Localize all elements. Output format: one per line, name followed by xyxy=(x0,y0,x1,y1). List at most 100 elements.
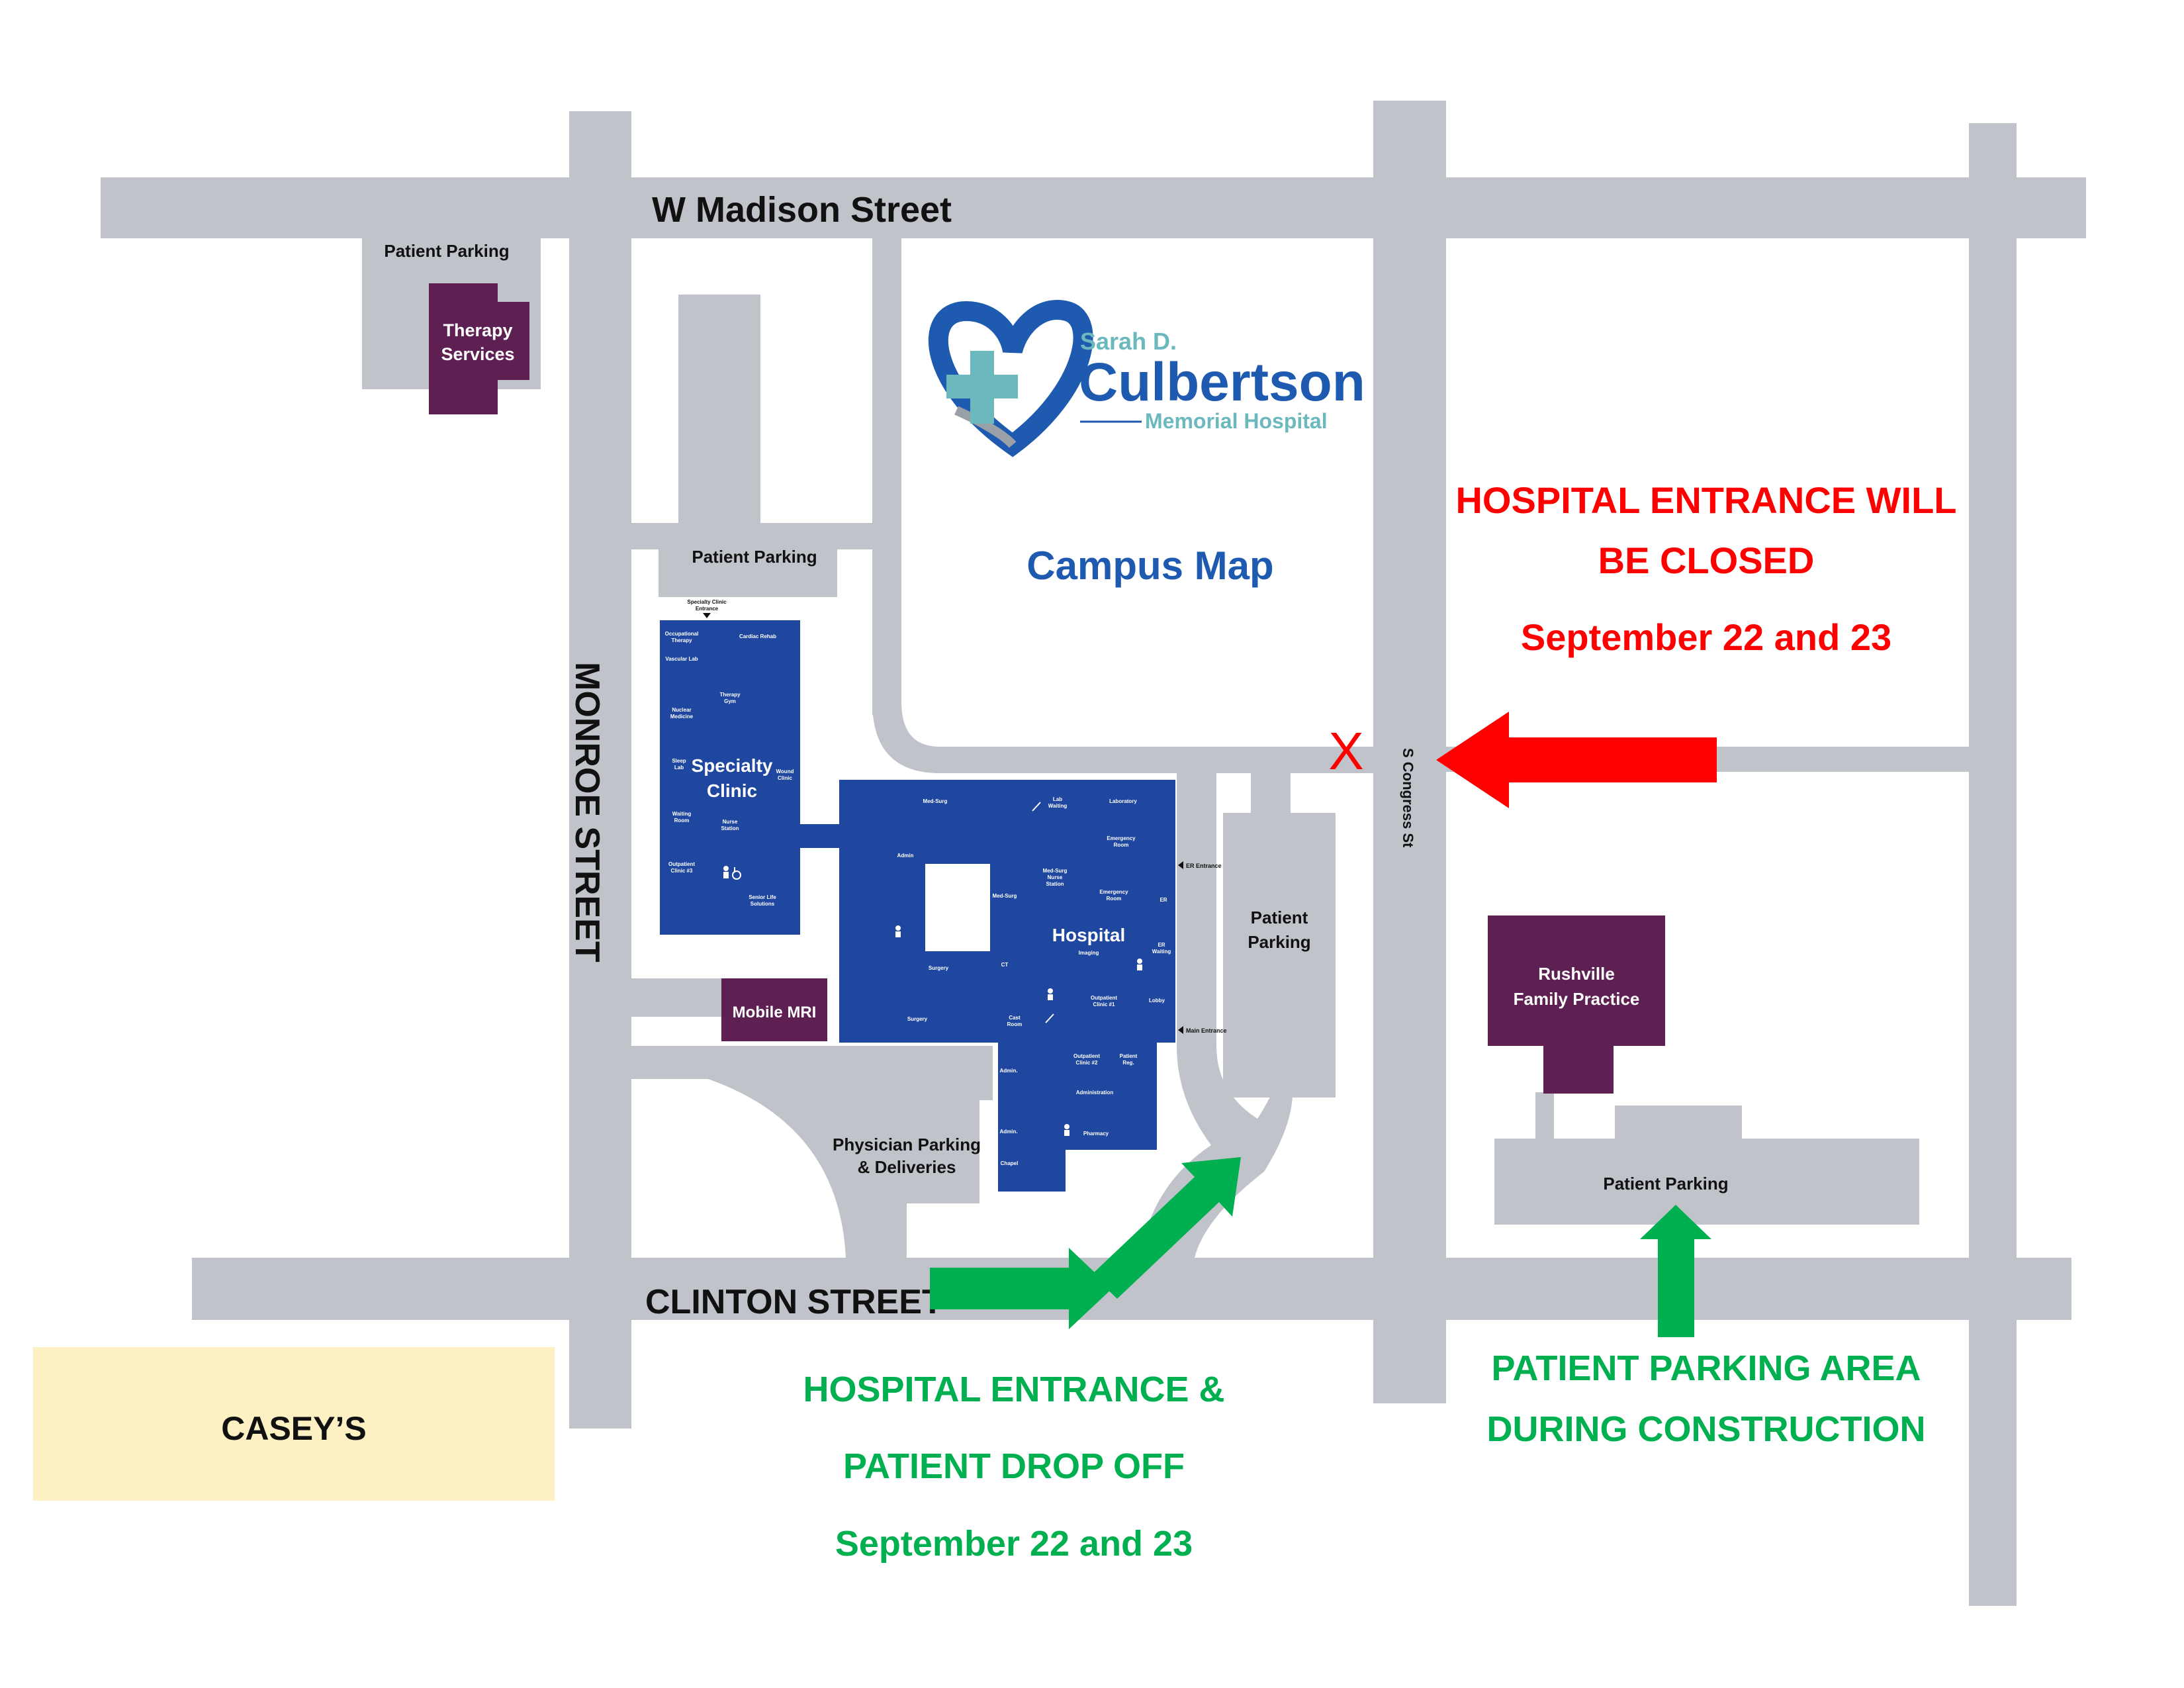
dropoff-notice-line-2: PATIENT DROP OFF xyxy=(843,1446,1185,1486)
rushville-family-practice-building[interactable] xyxy=(1488,915,1665,1094)
therapy-services-building[interactable] xyxy=(429,283,529,414)
road-network xyxy=(101,101,2086,1606)
closure-notice-line-2: BE CLOSED xyxy=(1598,539,1815,581)
dropoff-notice-line-3: September 22 and 23 xyxy=(835,1524,1193,1564)
logo-line-2: Culbertson xyxy=(1079,352,1365,412)
specialty-hospital-connector xyxy=(800,824,840,848)
parking-notice-line-1: PATIENT PARKING AREA xyxy=(1491,1348,1921,1388)
caseys-label: CASEY’S xyxy=(221,1410,367,1447)
closed-entrance-x-marker: X xyxy=(1328,722,1363,780)
w-madison-street-label: W Madison Street xyxy=(652,190,952,230)
parking-route-arrow-icon xyxy=(1640,1205,1711,1337)
room-label: Sleep xyxy=(672,758,686,764)
room-label: Occupational xyxy=(665,631,699,637)
clinton-route-arrow-icon xyxy=(930,1248,1112,1329)
room-label: Room xyxy=(674,818,690,823)
room-label: Nuclear xyxy=(672,707,691,713)
specialty-entrance-arrow-icon xyxy=(703,613,711,618)
southeast-lot-label: Patient Parking xyxy=(1603,1174,1728,1194)
room-label: Chapel xyxy=(1001,1160,1019,1166)
room-label: Med-Surg xyxy=(1043,868,1068,874)
campus-map-title: Campus Map xyxy=(1026,543,1273,588)
hospital-building[interactable] xyxy=(839,780,1175,1192)
room-label: Clinic #2 xyxy=(1076,1060,1098,1066)
er-entrance-arrow-icon xyxy=(1178,861,1183,869)
inner-drive-bend xyxy=(872,702,1373,773)
northwest-lot-label: Patient Parking xyxy=(384,241,509,261)
restroom-icon xyxy=(1048,988,1053,1000)
room-label: Medicine xyxy=(670,714,694,720)
specialty-entrance-label-1: Specialty Clinic xyxy=(687,599,727,605)
specialty-entrance-label-2: Entrance xyxy=(696,606,719,612)
room-label: CT xyxy=(1001,962,1009,968)
southeast-lot-paving xyxy=(1494,1139,1919,1225)
er-entrance-label: ER Entrance xyxy=(1186,863,1222,869)
specialty-label-1: Specialty xyxy=(692,755,773,776)
room-label: ER xyxy=(1158,942,1165,948)
room-label: Waiting xyxy=(1152,949,1171,955)
room-label: Station xyxy=(1046,881,1064,887)
hospital-room-labels: Med-Surg Lab Waiting Laboratory Emergenc… xyxy=(897,796,1171,1166)
room-label: Patient xyxy=(1120,1053,1138,1059)
east-small-lot-neck xyxy=(1251,773,1291,820)
room-label: Lab xyxy=(674,765,684,771)
room-label: Emergency xyxy=(1099,889,1128,895)
parking-notice-line-2: DURING CONSTRUCTION xyxy=(1487,1409,1926,1449)
room-label: Station xyxy=(721,825,739,831)
mobile-mri-label: Mobile MRI xyxy=(733,1004,817,1021)
room-label: Outpatient xyxy=(1091,995,1117,1001)
inner-drive-ns xyxy=(872,238,901,715)
closure-arrow-icon xyxy=(1436,712,1717,808)
room-label: ER xyxy=(1160,897,1167,903)
room-label: Admin. xyxy=(999,1129,1017,1135)
room-label: Lab xyxy=(1053,796,1062,802)
physician-parking-paving xyxy=(631,1046,993,1258)
w-madison-road xyxy=(101,177,2086,238)
room-label: Room xyxy=(1107,896,1122,902)
dropoff-route-arrow-icon xyxy=(1092,1157,1241,1299)
room-label: Admin. xyxy=(999,1068,1017,1074)
physician-parking-label-2: & Deliveries xyxy=(858,1157,956,1177)
clinton-street-label: CLINTON STREET xyxy=(645,1283,943,1321)
caseys-store[interactable] xyxy=(33,1347,555,1501)
room-label: Clinic xyxy=(778,775,792,781)
room-label: Waiting xyxy=(672,811,692,817)
dropoff-drive xyxy=(1140,773,1293,1258)
specialty-clinic-building[interactable] xyxy=(660,620,800,935)
room-label: Gym xyxy=(724,698,736,704)
room-label: Clinic #3 xyxy=(671,868,693,874)
specialty-room-labels: Occupational Therapy Cardiac Rehab Vascu… xyxy=(665,631,794,907)
restroom-icon xyxy=(895,925,901,937)
room-label: Pharmacy xyxy=(1083,1131,1109,1137)
room-label: Therapy xyxy=(671,637,692,643)
mri-lane xyxy=(631,978,724,1017)
physician-parking-label-1: Physician Parking xyxy=(833,1135,981,1154)
east-small-lot-paving xyxy=(1223,813,1336,1098)
restroom-icon xyxy=(1137,959,1142,970)
room-label: Nurse xyxy=(1048,874,1063,880)
room-label: Therapy xyxy=(719,692,741,698)
room-label: Nurse xyxy=(723,819,738,825)
room-label: Cast xyxy=(1009,1015,1021,1021)
room-label: Emergency xyxy=(1107,835,1136,841)
rushville-label-1: Rushville xyxy=(1538,964,1615,984)
heart-cross-icon xyxy=(928,300,1093,457)
room-label: Senior Life xyxy=(749,894,776,900)
rushville-drive xyxy=(1535,1092,1554,1145)
southeast-lot-neck xyxy=(1615,1105,1742,1145)
room-label: Clinic #1 xyxy=(1093,1002,1115,1008)
room-label: Administration xyxy=(1076,1090,1114,1096)
closure-notice-line-3: September 22 and 23 xyxy=(1521,616,1891,658)
dropoff-notice-line-1: HOSPITAL ENTRANCE & xyxy=(803,1370,1224,1409)
room-label: Waiting xyxy=(1048,803,1068,809)
restroom-icon xyxy=(723,866,729,878)
north-lot-access xyxy=(631,523,872,549)
main-entrance-arrow-icon xyxy=(1178,1026,1183,1034)
monroe-road xyxy=(569,111,631,1429)
room-label: Imaging xyxy=(1079,950,1099,956)
specialty-stub-road xyxy=(678,295,760,523)
north-lot-label: Patient Parking xyxy=(692,547,817,567)
east-small-lot-label-2: Parking xyxy=(1248,932,1310,952)
mobile-mri-building[interactable] xyxy=(721,978,827,1041)
